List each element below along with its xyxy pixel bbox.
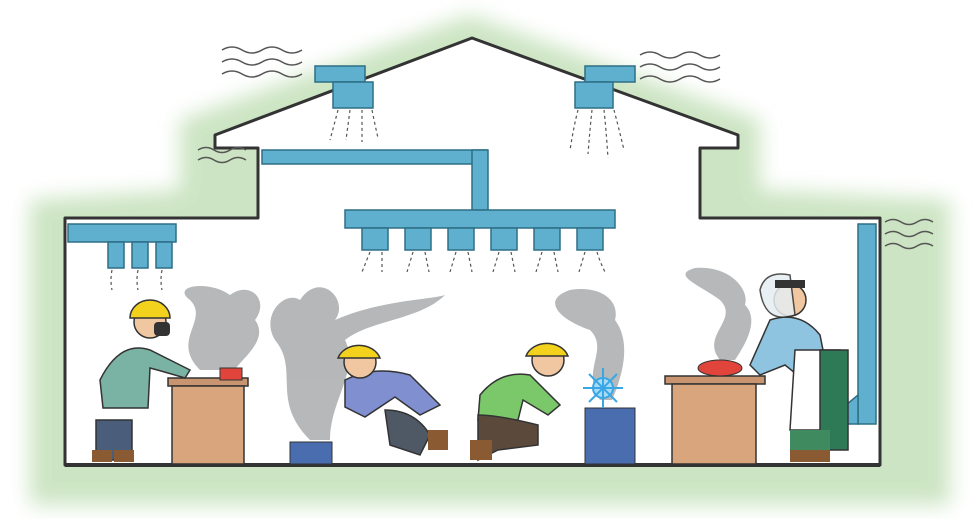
roof-vent-right — [574, 65, 636, 109]
airflow-lines — [110, 109, 625, 291]
building — [63, 36, 882, 467]
worker-1 — [92, 299, 192, 462]
left-wall-duct — [67, 223, 177, 269]
worker-3 — [470, 342, 570, 462]
exhaust-duct-system — [261, 149, 616, 251]
worker-4 — [749, 273, 849, 462]
roof-vent-left — [314, 65, 374, 109]
wind-wave-icon — [197, 46, 934, 250]
welding-spark-icon — [583, 368, 623, 408]
floor-blocks — [289, 407, 636, 465]
exhaust-hood-icon — [361, 227, 604, 251]
worker-icon — [92, 273, 849, 462]
smoke-plume-icon — [184, 267, 752, 440]
worker-2 — [336, 344, 448, 456]
workbench-right — [664, 359, 766, 465]
workbench-left — [167, 367, 249, 465]
